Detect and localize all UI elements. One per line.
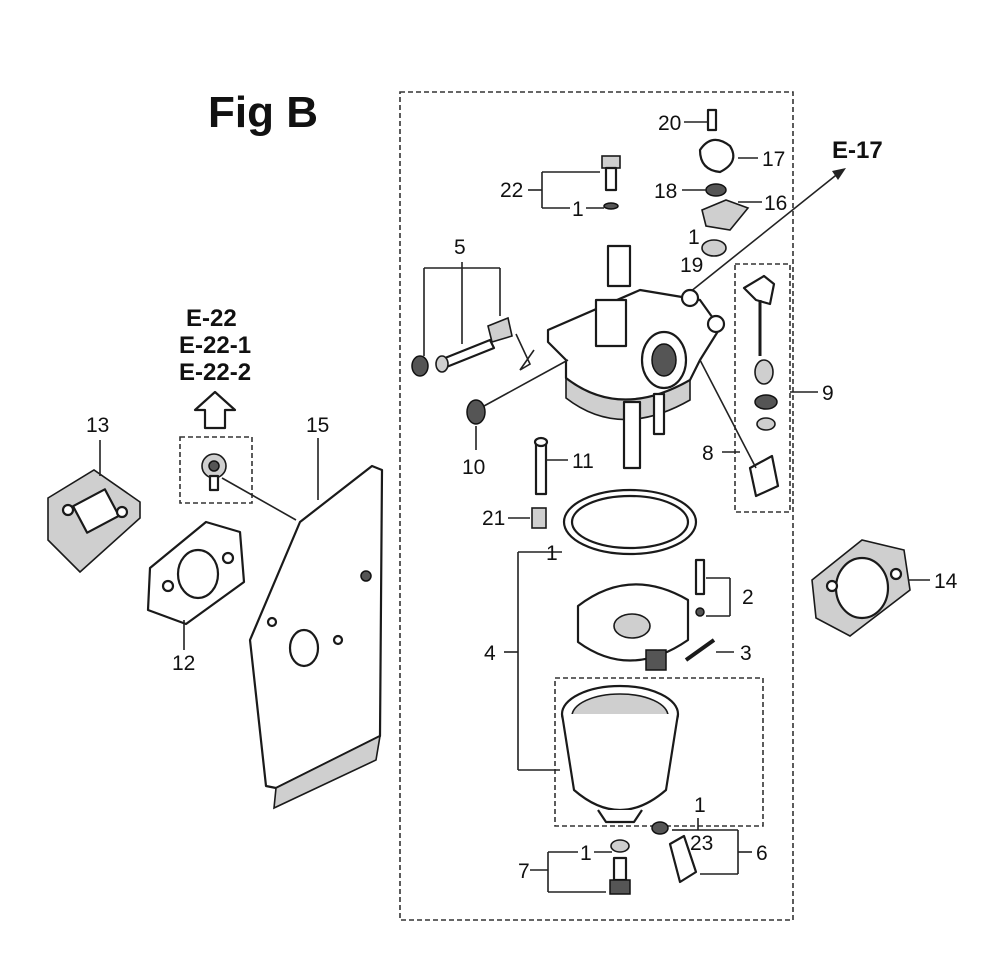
callout-1-top: 1 — [688, 226, 700, 249]
e22-part-frame — [179, 436, 253, 504]
part-12-gasket — [146, 520, 246, 626]
callout-22: 22 — [500, 179, 523, 202]
callout-14: 14 — [934, 570, 958, 593]
part-9-choke-set — [742, 274, 778, 431]
callout-1-screw: 1 — [572, 198, 584, 221]
callout-8: 8 — [702, 442, 714, 465]
float — [576, 583, 690, 671]
callout-23: 23 — [690, 832, 713, 855]
top-stack-parts — [698, 108, 750, 257]
callout-1-drain: 1 — [694, 794, 706, 817]
callout-16: 16 — [764, 192, 787, 215]
part-9-frame — [734, 263, 791, 513]
callout-3: 3 — [740, 642, 752, 665]
carburetor-body — [546, 244, 726, 470]
callout-11: 11 — [572, 450, 594, 473]
callout-20: 20 — [658, 112, 681, 135]
leader-lines — [99, 121, 930, 893]
callout-7: 7 — [518, 860, 530, 883]
callout-18: 18 — [654, 180, 677, 203]
callout-5: 5 — [454, 236, 466, 259]
callout-12: 12 — [172, 652, 195, 675]
part-2-needle — [694, 558, 706, 617]
main-assembly-frame — [399, 91, 794, 921]
callout-6: 6 — [756, 842, 768, 865]
part-13-insulator — [47, 469, 141, 574]
part-14-insulator — [811, 539, 911, 637]
callout-1-bolt: 1 — [580, 842, 592, 865]
part-15-plate — [248, 464, 384, 810]
part-3-pin — [684, 638, 716, 662]
part-10-screw — [466, 359, 569, 425]
fig-title: Fig B — [208, 88, 318, 137]
bowl-gasket-ring — [562, 488, 698, 556]
ref-e22-1: E-22-1 — [179, 332, 252, 359]
callout-9: 9 — [822, 382, 834, 405]
callout-21: 21 — [482, 507, 505, 530]
e17-arrow-head — [832, 168, 846, 180]
callout-17: 17 — [762, 148, 785, 171]
callout-15: 15 — [306, 414, 329, 437]
part-21-jet — [531, 507, 547, 529]
callout-13: 13 — [86, 414, 109, 437]
part-5-screw-set — [411, 316, 513, 377]
callout-1-gasket: 1 — [546, 542, 558, 565]
ref-e17: E-17 — [832, 137, 883, 164]
e17-arrow-line — [679, 171, 841, 301]
callout-4: 4 — [484, 642, 496, 665]
part-22-screw — [601, 155, 621, 210]
ref-e22: E-22 — [186, 305, 237, 332]
ref-e22-2: E-22-2 — [179, 359, 252, 386]
part-8-plate — [748, 454, 780, 498]
callout-2: 2 — [742, 586, 754, 609]
e22-small-part — [201, 453, 227, 492]
float-bowl — [560, 684, 680, 824]
part-7-bolt — [609, 839, 631, 895]
part-6-drain-screw — [651, 821, 698, 884]
callout-10: 10 — [462, 456, 485, 479]
callout-19: 19 — [680, 254, 703, 277]
e22-up-arrow — [193, 390, 237, 430]
part-11-jet — [533, 436, 549, 496]
